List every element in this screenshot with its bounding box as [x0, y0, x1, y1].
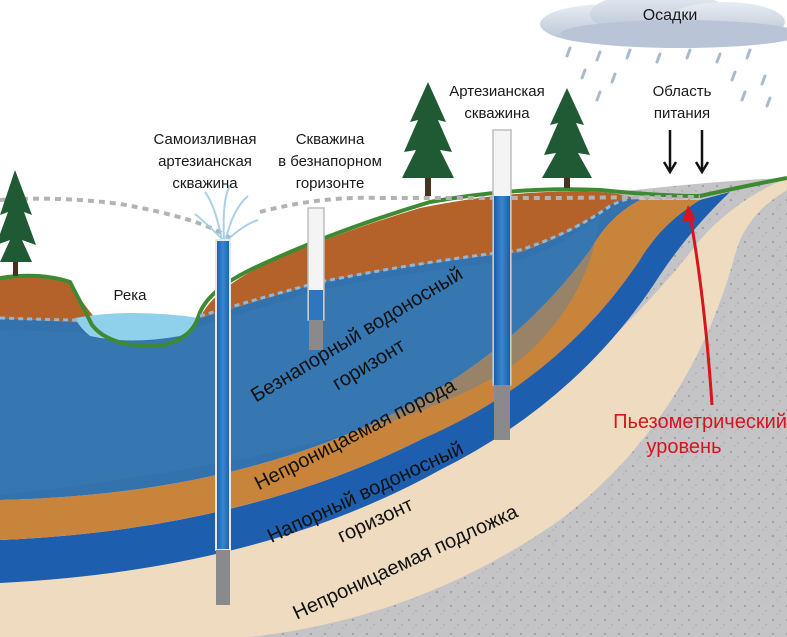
artesian-well	[492, 129, 512, 440]
confined-aquifer-layer	[0, 192, 730, 583]
river-label: Река	[114, 287, 148, 304]
unconfined-aquifer-shade	[0, 215, 600, 495]
recharge-area-label-line2: питания	[654, 105, 710, 122]
piezometric-level-label-line2: уровень	[646, 436, 721, 458]
precipitation-label: Осадки	[643, 7, 698, 24]
tree-icon	[402, 82, 454, 196]
aquitard-layer	[0, 200, 700, 540]
flowing-well-label-line3: скважина	[172, 175, 238, 192]
artesian-well-label-line2: скважина	[464, 105, 530, 122]
water-fountain-icon	[194, 184, 259, 241]
cloud-icon	[540, 0, 787, 48]
flowing-artesian-well	[215, 239, 231, 605]
ground-surface	[0, 176, 787, 349]
rain-drops-icon	[565, 46, 772, 108]
river-water	[75, 313, 200, 341]
down-arrow-icon	[694, 130, 710, 175]
unconfined-well-label-line2: в безнапорном	[278, 153, 382, 170]
flowing-well-label-line1: Самоизливная	[154, 131, 257, 148]
water-table-line	[0, 196, 641, 322]
piezometric-pointer-arrow	[682, 205, 714, 406]
unconfined-well	[307, 207, 325, 350]
impermeable-base-layer	[0, 178, 787, 637]
unconfined-well-label-line1: Скважина	[296, 131, 365, 148]
recharge-area-label-line1: Область	[653, 83, 712, 100]
piezometric-level-label-line1: Пьезометрический	[613, 411, 787, 433]
artesian-well-label-line1: Артезианская	[449, 83, 544, 100]
tree-icon	[542, 88, 592, 188]
piezometric-surface-line	[0, 195, 701, 240]
flowing-well-label-line2: артезианская	[158, 153, 252, 170]
down-arrow-icon	[662, 130, 678, 175]
tree-icon	[0, 170, 36, 276]
unconfined-well-label-line3: горизонте	[296, 175, 365, 192]
